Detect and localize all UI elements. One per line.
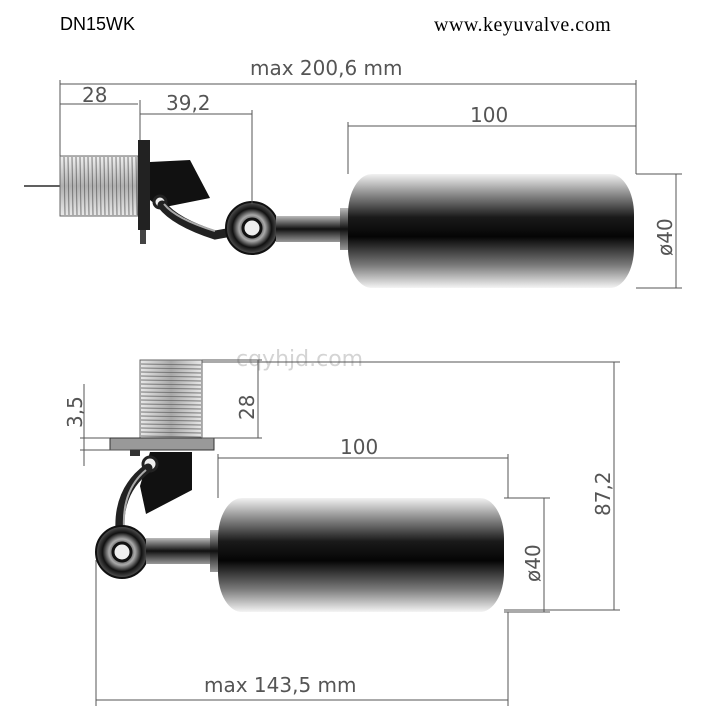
bottom-overall-length-label: max 143,5 mm <box>204 673 357 697</box>
bottom-float-length-label: 100 <box>340 435 378 459</box>
top-dimension-lines <box>59 80 682 289</box>
top-float-length-label: 100 <box>470 103 508 127</box>
bottom-flange <box>109 437 215 451</box>
top-float-diameter-label: ø40 <box>653 218 677 256</box>
top-lever-arm <box>157 200 237 240</box>
top-rod <box>276 216 342 242</box>
top-threaded-body <box>59 155 139 217</box>
top-view <box>24 140 634 288</box>
bottom-float-diameter-label: ø40 <box>521 544 545 582</box>
top-flange <box>138 140 150 230</box>
bottom-float <box>218 498 504 612</box>
bottom-view <box>95 359 504 612</box>
bottom-rod <box>146 538 212 564</box>
website-url: www.keyuvalve.com <box>434 14 612 36</box>
bottom-dimension-lines <box>80 359 620 706</box>
bottom-thread-length-label: 28 <box>235 395 259 420</box>
model-title: DN15WK <box>60 14 136 34</box>
top-overall-length-label: max 200,6 mm <box>250 56 403 80</box>
bottom-flange-thickness-label: 3,5 <box>63 396 87 428</box>
top-hinge-block <box>150 160 210 208</box>
bottom-threaded-body <box>139 359 203 439</box>
top-arm-offset-label: 39,2 <box>166 91 211 115</box>
top-thread-length-label: 28 <box>82 83 107 107</box>
bottom-overall-height-label: 87,2 <box>591 471 615 516</box>
top-float <box>348 174 634 288</box>
